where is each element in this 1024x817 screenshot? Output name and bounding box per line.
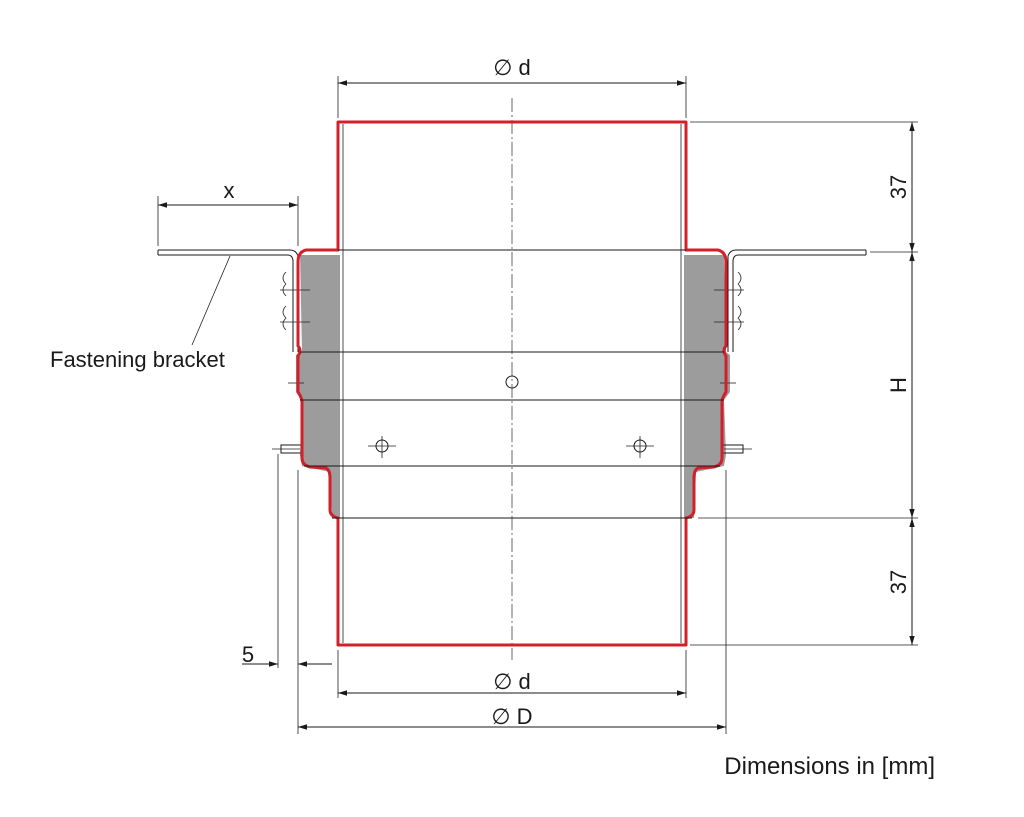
seal-areas bbox=[296, 255, 730, 518]
offset-small-label: 5 bbox=[242, 642, 254, 667]
bottom-diameter-small-label: ∅ d bbox=[493, 669, 531, 694]
inner-lines bbox=[300, 124, 724, 643]
top-extension-label: 37 bbox=[886, 175, 911, 199]
bottom-extension-label: 37 bbox=[886, 570, 911, 594]
bracket-clips bbox=[280, 271, 744, 331]
dimension-lines bbox=[158, 80, 915, 730]
bottom-diameter-large-label: ∅ D bbox=[491, 704, 532, 729]
damper-outline bbox=[296, 120, 728, 647]
units-note: Dimensions in [mm] bbox=[724, 753, 935, 780]
extension-lines bbox=[157, 76, 918, 734]
top-diameter-label: ∅ d bbox=[493, 55, 531, 80]
height-label: H bbox=[886, 377, 911, 393]
holes bbox=[368, 375, 654, 458]
bracket-offset-label: x bbox=[224, 178, 235, 203]
fastening-bracket-label: Fastening bracket bbox=[50, 347, 225, 372]
